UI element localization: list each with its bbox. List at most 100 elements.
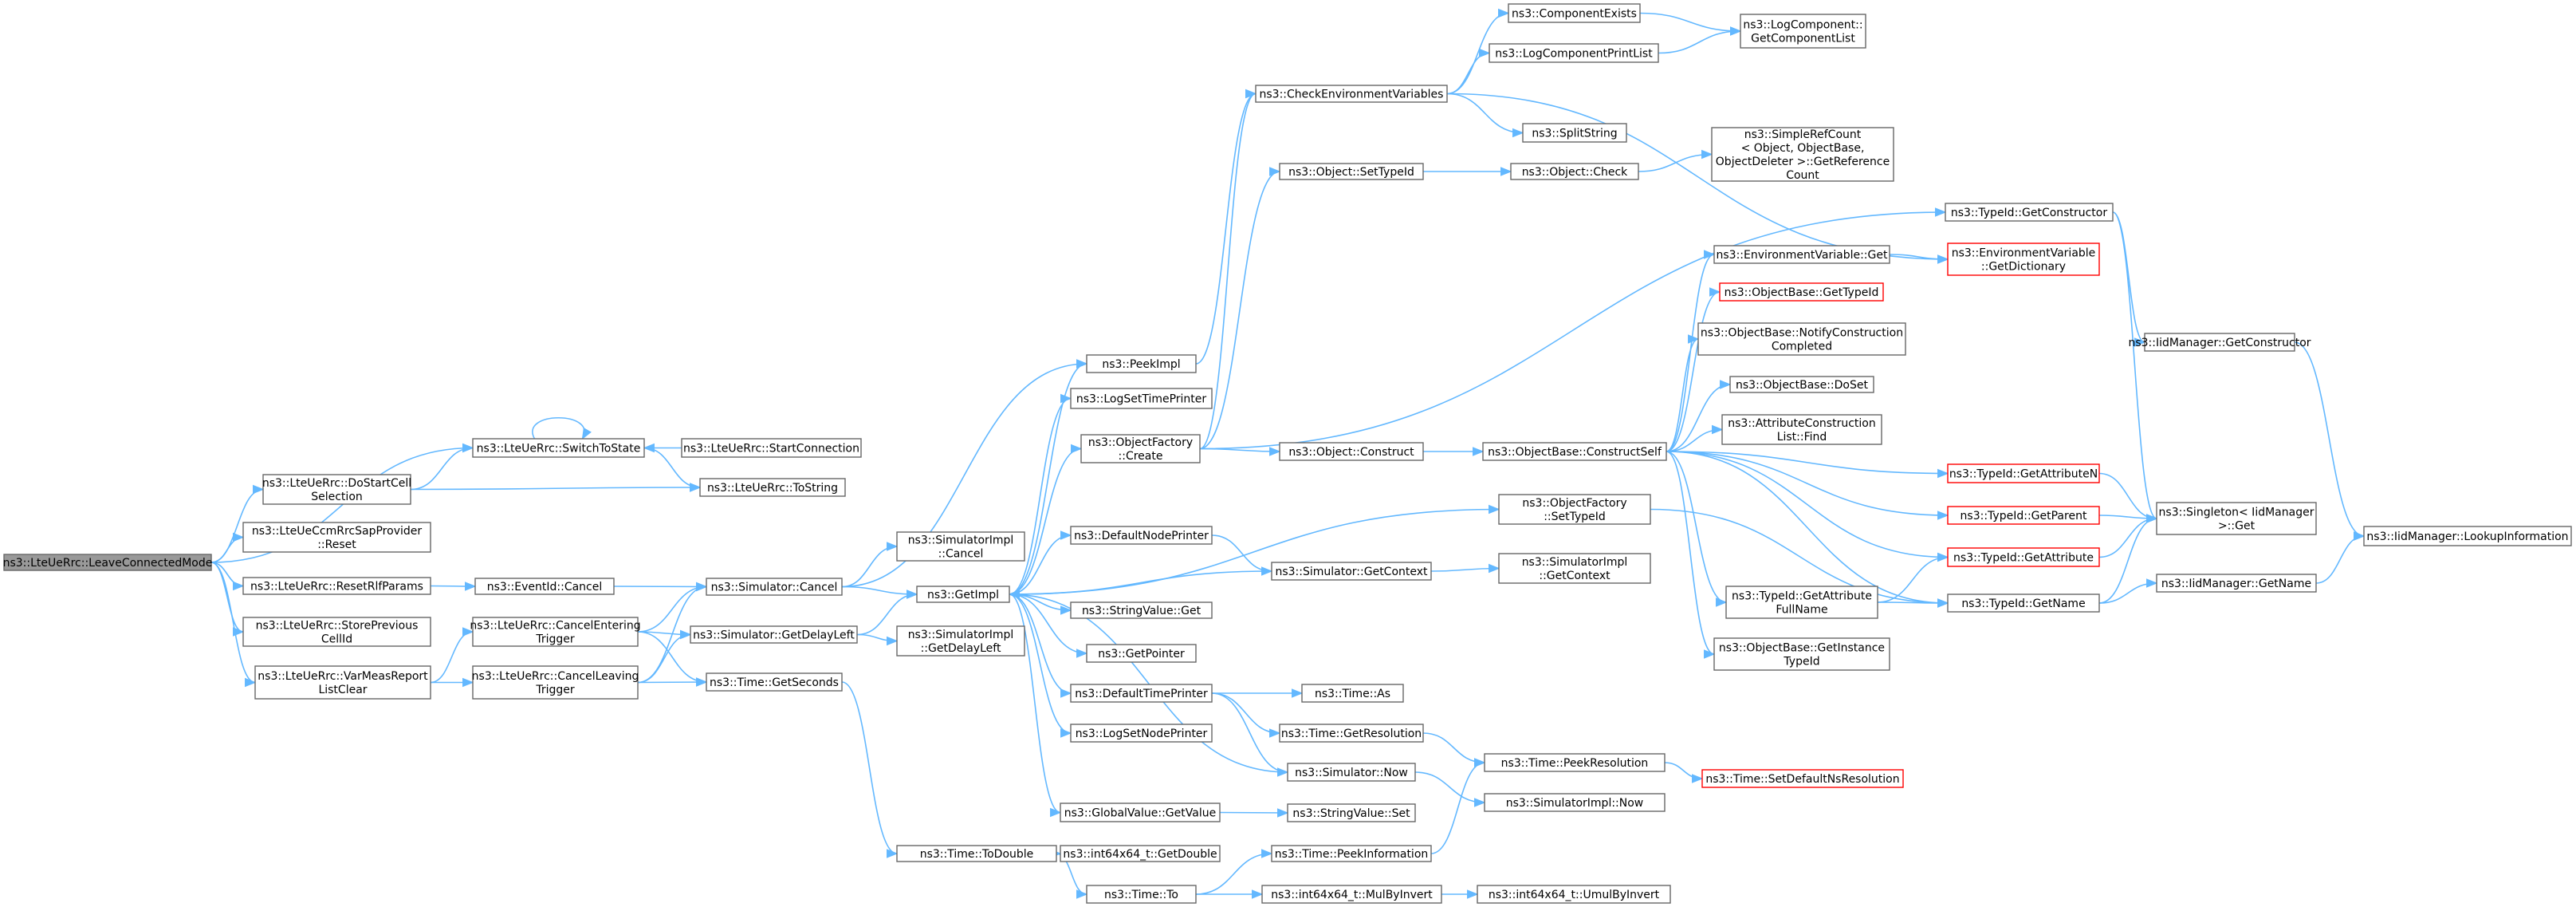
node-box[interactable] xyxy=(1086,644,1197,663)
graph-node[interactable]: ns3::CheckEnvironmentVariables xyxy=(1255,85,1448,103)
graph-node[interactable]: ns3::SplitString xyxy=(1522,123,1627,143)
graph-node[interactable]: ns3::EnvironmentVariable::Get xyxy=(1713,245,1890,264)
node-box[interactable] xyxy=(690,625,858,644)
graph-node[interactable]: ns3::LteUeRrc::ResetRlfParams xyxy=(242,577,431,595)
graph-node[interactable]: ns3::SimulatorImpl::Cancel xyxy=(896,531,1025,562)
node-box[interactable] xyxy=(1721,414,1882,445)
node-box[interactable] xyxy=(1482,442,1667,461)
node-box[interactable] xyxy=(1279,442,1424,461)
node-box[interactable] xyxy=(262,474,411,505)
node-box[interactable] xyxy=(2363,526,2572,546)
graph-node[interactable]: ns3::TypeId::GetParent xyxy=(1947,506,2100,525)
graph-node[interactable]: ns3::ObjectFactory::SetTypeId xyxy=(1498,494,1651,525)
graph-node[interactable]: ns3::LteUeRrc::ToString xyxy=(699,478,846,497)
node-box[interactable] xyxy=(472,617,639,647)
graph-node[interactable]: ns3::ObjectFactory::Create xyxy=(1080,434,1201,463)
node-box[interactable] xyxy=(1522,123,1627,143)
node-box[interactable] xyxy=(1060,802,1221,822)
node-box[interactable] xyxy=(2144,333,2295,352)
node-box[interactable] xyxy=(1947,463,2100,483)
graph-node[interactable]: ns3::Time::GetSeconds xyxy=(706,672,843,692)
graph-node[interactable]: ns3::ObjectBase::NotifyConstructionCompl… xyxy=(1697,322,1906,356)
node-box[interactable] xyxy=(1713,245,1890,264)
node-box[interactable] xyxy=(1287,803,1416,822)
node-box[interactable] xyxy=(699,478,846,497)
node-box[interactable] xyxy=(1725,586,1878,619)
node-box[interactable] xyxy=(896,845,1057,862)
graph-node[interactable]: ns3::Simulator::Cancel xyxy=(706,578,843,596)
graph-node[interactable]: ns3::TypeId::GetConstructor xyxy=(1945,203,2114,222)
node-box[interactable] xyxy=(1086,354,1197,373)
graph-node[interactable]: ns3::Time::To xyxy=(1086,885,1197,904)
node-box[interactable] xyxy=(2156,574,2317,593)
node-box[interactable] xyxy=(1301,684,1404,703)
graph-node[interactable]: ns3::LteUeRrc::LeaveConnectedMode xyxy=(3,554,213,571)
graph-node[interactable]: ns3::IidManager::LookupInformation xyxy=(2363,526,2572,546)
graph-node[interactable]: ns3::ObjectBase::DoSet xyxy=(1729,376,1874,393)
graph-node[interactable]: ns3::SimulatorImpl::GetContext xyxy=(1498,553,1651,584)
node-box[interactable] xyxy=(1947,506,2100,525)
graph-node[interactable]: ns3::TypeId::GetName xyxy=(1947,593,2100,613)
graph-node[interactable]: ns3::LteUeCcmRrcSapProvider::Reset xyxy=(242,522,431,553)
graph-node[interactable]: ns3::LogComponent::GetComponentList xyxy=(1740,14,1866,49)
graph-node[interactable]: ns3::int64x64_t::UmulByInvert xyxy=(1477,885,1671,904)
graph-node[interactable]: ns3::Time::SetDefaultNsResolution xyxy=(1701,769,1904,788)
graph-node[interactable]: ns3::Object::Construct xyxy=(1279,442,1424,461)
graph-node[interactable]: ns3::Object::SetTypeId xyxy=(1279,163,1424,180)
node-box[interactable] xyxy=(916,586,1010,603)
node-box[interactable] xyxy=(1510,163,1639,180)
node-box[interactable] xyxy=(1070,724,1213,743)
node-box[interactable] xyxy=(474,578,615,595)
graph-node[interactable]: ns3::Simulator::GetContext xyxy=(1271,562,1432,581)
node-box[interactable] xyxy=(1261,885,1442,904)
node-box[interactable] xyxy=(1498,494,1651,525)
graph-node[interactable]: ns3::ObjectBase::ConstructSelf xyxy=(1482,442,1667,461)
graph-node[interactable]: ns3::LogSetTimePrinter xyxy=(1070,388,1213,409)
graph-node[interactable]: ns3::GetImpl xyxy=(916,586,1010,603)
node-box[interactable] xyxy=(1947,243,2100,276)
node-box[interactable] xyxy=(1508,3,1641,23)
node-box[interactable] xyxy=(254,665,431,700)
node-box[interactable] xyxy=(242,522,431,553)
node-box[interactable] xyxy=(1279,724,1424,743)
node-box[interactable] xyxy=(1945,203,2114,222)
node-box[interactable] xyxy=(472,438,645,458)
graph-node[interactable]: ns3::DefaultTimePrinter xyxy=(1070,684,1213,703)
graph-node[interactable]: ns3::int64x64_t::GetDouble xyxy=(1060,845,1221,862)
graph-node[interactable]: ns3::GetPointer xyxy=(1086,644,1197,663)
node-box[interactable] xyxy=(1484,753,1666,772)
node-box[interactable] xyxy=(1070,388,1213,409)
graph-node[interactable]: ns3::SimulatorImpl::Now xyxy=(1484,793,1666,812)
node-box[interactable] xyxy=(1070,684,1213,703)
node-box[interactable] xyxy=(1477,885,1671,904)
graph-node[interactable]: ns3::LogComponentPrintList xyxy=(1489,43,1659,63)
node-box[interactable] xyxy=(1070,526,1213,545)
node-box[interactable] xyxy=(3,554,212,571)
node-box[interactable] xyxy=(1086,885,1197,904)
node-box[interactable] xyxy=(1070,601,1213,619)
graph-node[interactable]: ns3::int64x64_t::MulByInvert xyxy=(1261,885,1442,904)
node-box[interactable] xyxy=(1498,553,1651,584)
graph-node[interactable]: ns3::Time::As xyxy=(1301,684,1404,703)
node-box[interactable] xyxy=(1740,14,1866,49)
node-box[interactable] xyxy=(1701,769,1904,788)
graph-node[interactable]: ns3::IidManager::GetName xyxy=(2156,574,2317,593)
graph-node[interactable]: ns3::Time::GetResolution xyxy=(1279,724,1424,743)
graph-node[interactable]: ns3::StringValue::Set xyxy=(1287,803,1416,822)
graph-node[interactable]: ns3::Time::ToDouble xyxy=(896,845,1057,862)
node-box[interactable] xyxy=(1287,763,1416,782)
graph-node[interactable]: ns3::SimulatorImpl::GetDelayLeft xyxy=(896,625,1025,657)
node-box[interactable] xyxy=(1279,163,1424,180)
graph-node[interactable]: ns3::PeekImpl xyxy=(1086,354,1197,373)
node-box[interactable] xyxy=(681,438,862,458)
node-box[interactable] xyxy=(242,577,431,595)
graph-node[interactable]: ns3::TypeId::GetAttributeN xyxy=(1947,463,2100,483)
node-box[interactable] xyxy=(1947,593,2100,613)
